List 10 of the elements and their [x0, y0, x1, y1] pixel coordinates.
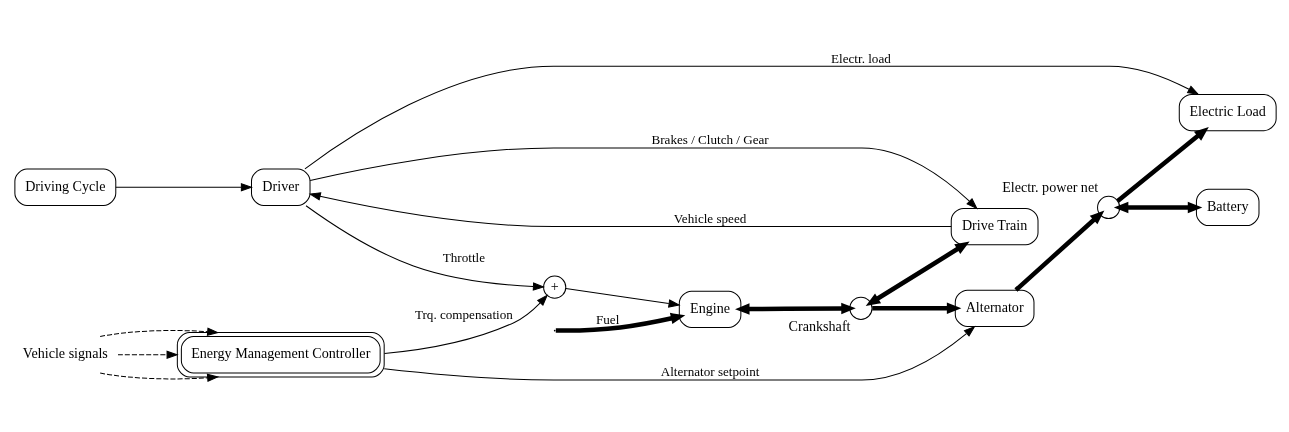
edge-label: Throttle — [442, 250, 485, 266]
edge-label: Alternator setpoint — [660, 364, 760, 380]
edge-label: Fuel — [596, 311, 620, 327]
node-text: Vehicle signals — [22, 345, 108, 362]
edge-label: Trq. compensation — [414, 306, 513, 322]
edge-label: Electr. load — [831, 50, 891, 66]
edge-label: Brakes / Clutch / Gear — [651, 132, 769, 148]
node-label: Electr. power net — [1002, 179, 1099, 196]
edge-label: Vehicle speed — [673, 210, 747, 226]
node-label: Crankshaft — [788, 317, 851, 334]
